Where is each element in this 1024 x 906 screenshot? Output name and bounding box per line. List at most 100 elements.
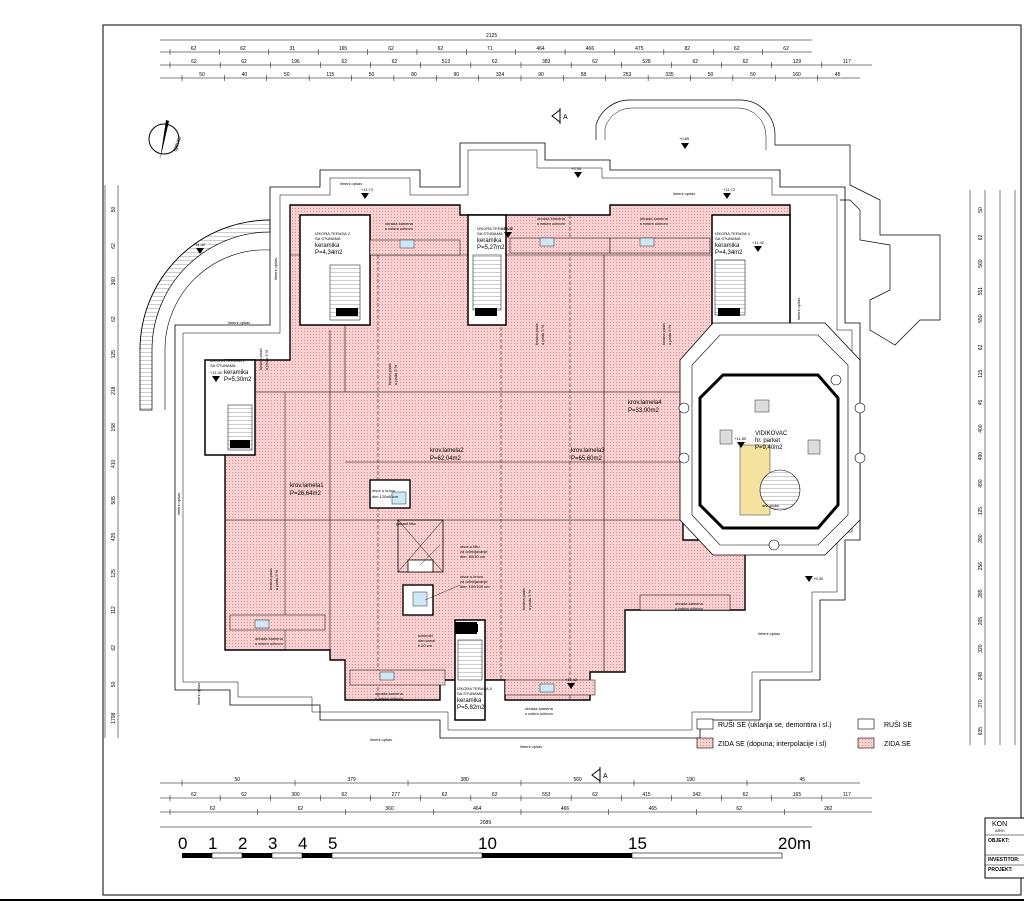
- svg-text:limeni opšav: limeni opšav: [520, 744, 542, 749]
- svg-text:IZKORA TERASA 2: IZKORA TERASA 2: [315, 231, 351, 236]
- svg-text:P=5,27m2: P=5,27m2: [477, 245, 505, 251]
- dimension-label: 62: [592, 792, 598, 798]
- dimension-label: 50: [369, 72, 375, 78]
- scale-label: 0: [178, 834, 187, 853]
- svg-text:obrada kamena: obrada kamena: [537, 216, 566, 221]
- dimension-label: 560: [574, 777, 583, 783]
- scale-label: 20m: [778, 834, 811, 853]
- dimension-label: 282: [824, 806, 833, 812]
- dimension-label: 466: [561, 806, 570, 812]
- svg-text:kosina pada: kosina pada: [268, 568, 273, 590]
- level-marker: +5,30: [571, 166, 582, 178]
- dimension-label: 50: [199, 72, 205, 78]
- dimension-label: 45: [835, 72, 841, 78]
- dimension-label: 62: [978, 344, 984, 350]
- dimension-label: 58: [581, 72, 587, 78]
- svg-text:IZKORA TERASA 1: IZKORA TERASA 1: [210, 358, 246, 363]
- roof-lamela2-area: P=62,04m2: [430, 456, 462, 462]
- dimension-label: 190: [687, 777, 696, 783]
- svg-text:keramika: keramika: [224, 370, 249, 376]
- dimension-label: 62: [388, 46, 394, 52]
- spiral-stair: [139, 219, 271, 411]
- terrace-outline-right: [595, 99, 941, 346]
- svg-text:dim.kanal: dim.kanal: [418, 638, 435, 643]
- svg-text:s nekim učinom: s nekim učinom: [675, 606, 703, 611]
- terrace-left: [204, 359, 256, 456]
- dimension-label: 129: [793, 59, 802, 65]
- dimension-label: 196: [291, 59, 300, 65]
- dimension-label: 62: [783, 46, 789, 52]
- scale-label: 3: [268, 834, 277, 853]
- dimension-label: 50: [750, 72, 756, 78]
- roof-opening-1: [369, 479, 411, 509]
- dimension-label: 62: [492, 59, 498, 65]
- svg-text:s nekim učinom: s nekim učinom: [255, 641, 283, 646]
- scale-label: 5: [328, 834, 337, 853]
- dimension-label: 62: [191, 46, 197, 52]
- terrace-top-right: [711, 214, 791, 326]
- dimension-label: 410: [111, 459, 117, 468]
- svg-text:limeni opšav: limeni opšav: [176, 493, 181, 515]
- dimension-label: 62: [298, 806, 304, 812]
- svg-text:obrada kamena: obrada kamena: [385, 221, 414, 226]
- dimension-label: 360: [111, 277, 117, 286]
- dimension-label: 112: [111, 606, 117, 614]
- section-marker-bottom: A: [591, 767, 608, 783]
- dimension-label: 560: [978, 259, 984, 268]
- svg-text:+11,42: +11,42: [752, 240, 765, 245]
- svg-text:za odimljavanje: za odimljavanje: [460, 549, 488, 554]
- svg-text:fi 20 cm: fi 20 cm: [418, 643, 433, 648]
- project-label: PROJEKT:: [988, 867, 1013, 873]
- roof-lamela3-label: krov.lamela3: [571, 448, 605, 454]
- level-marker: +11,42: [565, 677, 578, 689]
- dimension-label: 62: [342, 792, 348, 798]
- svg-text:limeni opšav: limeni opšav: [196, 683, 201, 705]
- dimension-label: 50: [978, 207, 984, 213]
- legend-swatch-build: [696, 737, 714, 749]
- dimension-label: 50: [111, 681, 117, 687]
- dimension-label: 125: [978, 507, 984, 516]
- dimension-label: 62: [442, 792, 448, 798]
- svg-text:dim. 80/30 cm: dim. 80/30 cm: [460, 554, 486, 559]
- dimension-label: 62: [111, 243, 117, 249]
- sheet-frame: [102, 24, 1022, 896]
- dimension-label: 62: [736, 806, 742, 812]
- svg-text:u padu 5 %: u padu 5 %: [274, 569, 279, 590]
- investor-label: INVESTITOR:: [988, 857, 1020, 863]
- scale-label: 1: [208, 834, 217, 853]
- dimension-label: 464: [473, 806, 482, 812]
- level-marker: +11,42: [210, 370, 223, 382]
- dimension-label: 265: [978, 617, 984, 626]
- dimension-label: 324: [496, 72, 505, 78]
- right-dimensions: 5062560551550621154540049049012528025628…: [969, 190, 1016, 745]
- dimension-label: 490: [978, 479, 984, 488]
- legend-demolish-short: RUŠI SE: [884, 720, 912, 729]
- window-strips: [229, 237, 731, 696]
- north-label: sjever: [172, 136, 183, 153]
- dimension-label: 62: [342, 59, 348, 65]
- title-block: KON ARHI OBJEKT: INVESTITOR: PROJEKT:: [984, 817, 1024, 879]
- roof-lamela4-area: P=33,00m2: [628, 408, 660, 414]
- svg-text:IZKORA TERASA 5: IZKORA TERASA 5: [457, 686, 493, 691]
- dimension-label: 635: [978, 727, 984, 736]
- svg-text:s nekim učinom: s nekim učinom: [640, 221, 668, 226]
- dimension-label: 62: [241, 59, 247, 65]
- dimension-label: 62: [438, 46, 444, 52]
- svg-text:gabarit lifta: gabarit lifta: [396, 521, 416, 526]
- dim-bottom-total: 2089: [480, 820, 491, 826]
- dimension-label: 45: [978, 399, 984, 405]
- level-marker: +11,72: [723, 187, 736, 199]
- dimension-label: 125: [111, 569, 117, 578]
- dimension-label: 62: [210, 806, 216, 812]
- svg-text:+11,42: +11,42: [501, 226, 514, 231]
- dimension-label: 466: [586, 46, 595, 52]
- svg-text:s nekim učinom: s nekim učinom: [385, 226, 413, 231]
- legend-swatch-demolish: [696, 718, 714, 730]
- terrace-bottom: [454, 619, 486, 721]
- svg-text:SA STUBAMA: SA STUBAMA: [210, 363, 236, 368]
- svg-text:dim.120x80cm: dim.120x80cm: [372, 494, 399, 499]
- svg-text:u padu 5 %: u padu 5 %: [264, 349, 269, 370]
- dimension-label: 383: [542, 59, 551, 65]
